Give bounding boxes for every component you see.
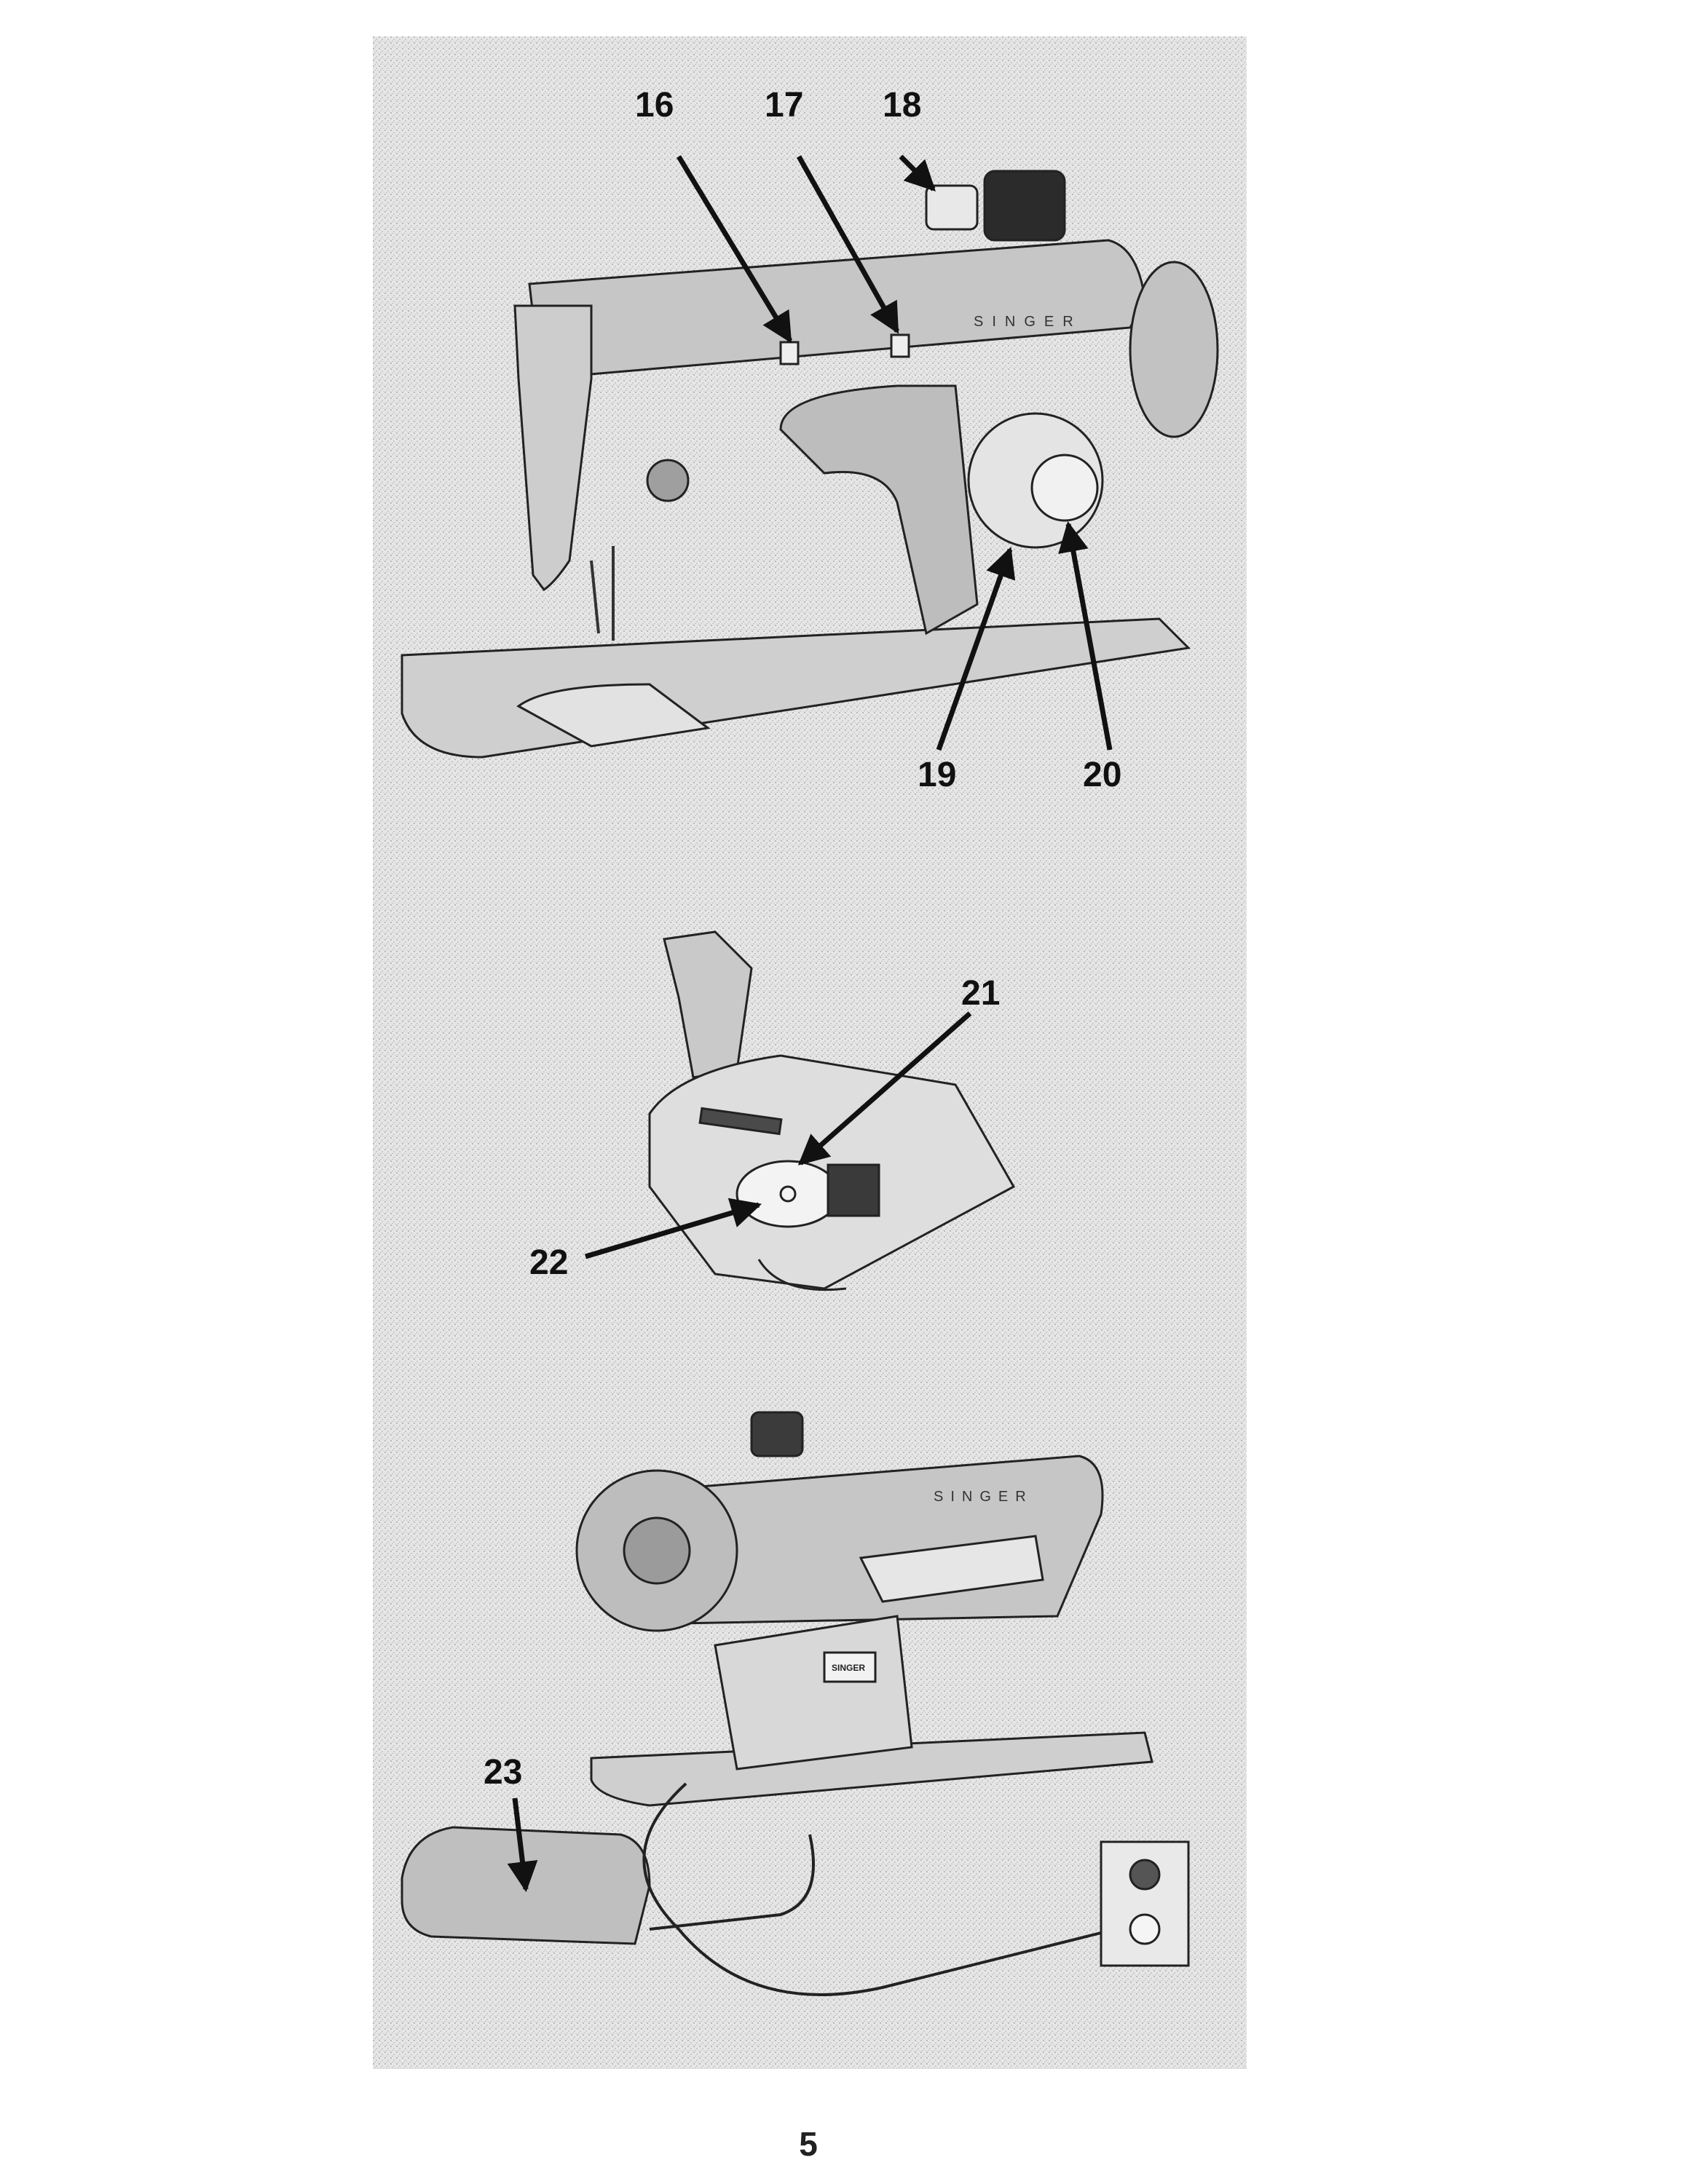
callout-18: 18	[883, 86, 921, 124]
callout-20: 20	[1083, 756, 1121, 794]
motor-plate	[823, 1651, 877, 1683]
callout-17: 17	[765, 86, 803, 124]
leaders-bottom	[507, 1797, 538, 1893]
figure-machine-top	[401, 170, 1219, 759]
brand-motor-plate: SINGER	[832, 1663, 865, 1673]
callout-19: 19	[918, 756, 956, 794]
figure-needle-plate	[648, 930, 1016, 1291]
leaders-top	[677, 154, 1113, 751]
brand-top: SINGER	[974, 314, 1082, 330]
stitch-knob	[1030, 454, 1099, 522]
bobbin-cover	[735, 1160, 840, 1228]
spool-pin	[925, 184, 979, 231]
thread-spool	[983, 170, 1066, 242]
rear-spool	[750, 1411, 804, 1457]
rear-base	[590, 1731, 1153, 1807]
machine-head	[513, 304, 593, 592]
power-cord	[642, 1782, 1145, 1996]
brand-bottom: SINGER	[934, 1489, 1033, 1505]
leaders-middle	[584, 1011, 972, 1259]
hand-wheel	[1129, 261, 1219, 438]
page-number: 5	[799, 2125, 818, 2163]
diagram-panel: SINGER 16 17 18 19 20 21 22	[373, 36, 1247, 2069]
feed-slot	[698, 1107, 783, 1136]
callout-21: 21	[961, 974, 1000, 1013]
lever-16	[779, 341, 800, 365]
callout-16: 16	[635, 86, 674, 124]
bobbin-area	[827, 1163, 880, 1217]
sewing-light	[859, 1535, 1044, 1603]
callout-22: 22	[529, 1243, 568, 1282]
callout-23: 23	[484, 1753, 522, 1792]
figure-machine-rear	[401, 1411, 1190, 1996]
lever-17	[890, 333, 910, 358]
machine-pillar	[779, 384, 979, 636]
